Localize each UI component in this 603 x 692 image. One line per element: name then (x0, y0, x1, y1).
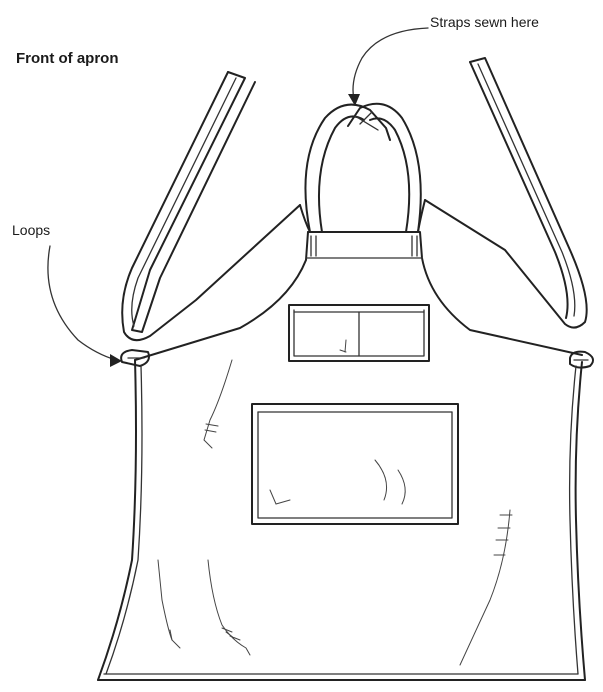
diagram-title: Front of apron (16, 50, 118, 67)
right-long-strap (425, 58, 587, 328)
apron-skirt (98, 360, 585, 680)
left-long-strap (122, 72, 300, 340)
lower-pocket (252, 404, 458, 524)
upper-pocket (289, 305, 429, 361)
loops-arrow (48, 246, 122, 367)
neck-straps (300, 104, 425, 232)
straps-sewn-label: Straps sewn here (430, 14, 539, 30)
straps-arrow (348, 28, 428, 106)
loops-label: Loops (12, 222, 50, 238)
